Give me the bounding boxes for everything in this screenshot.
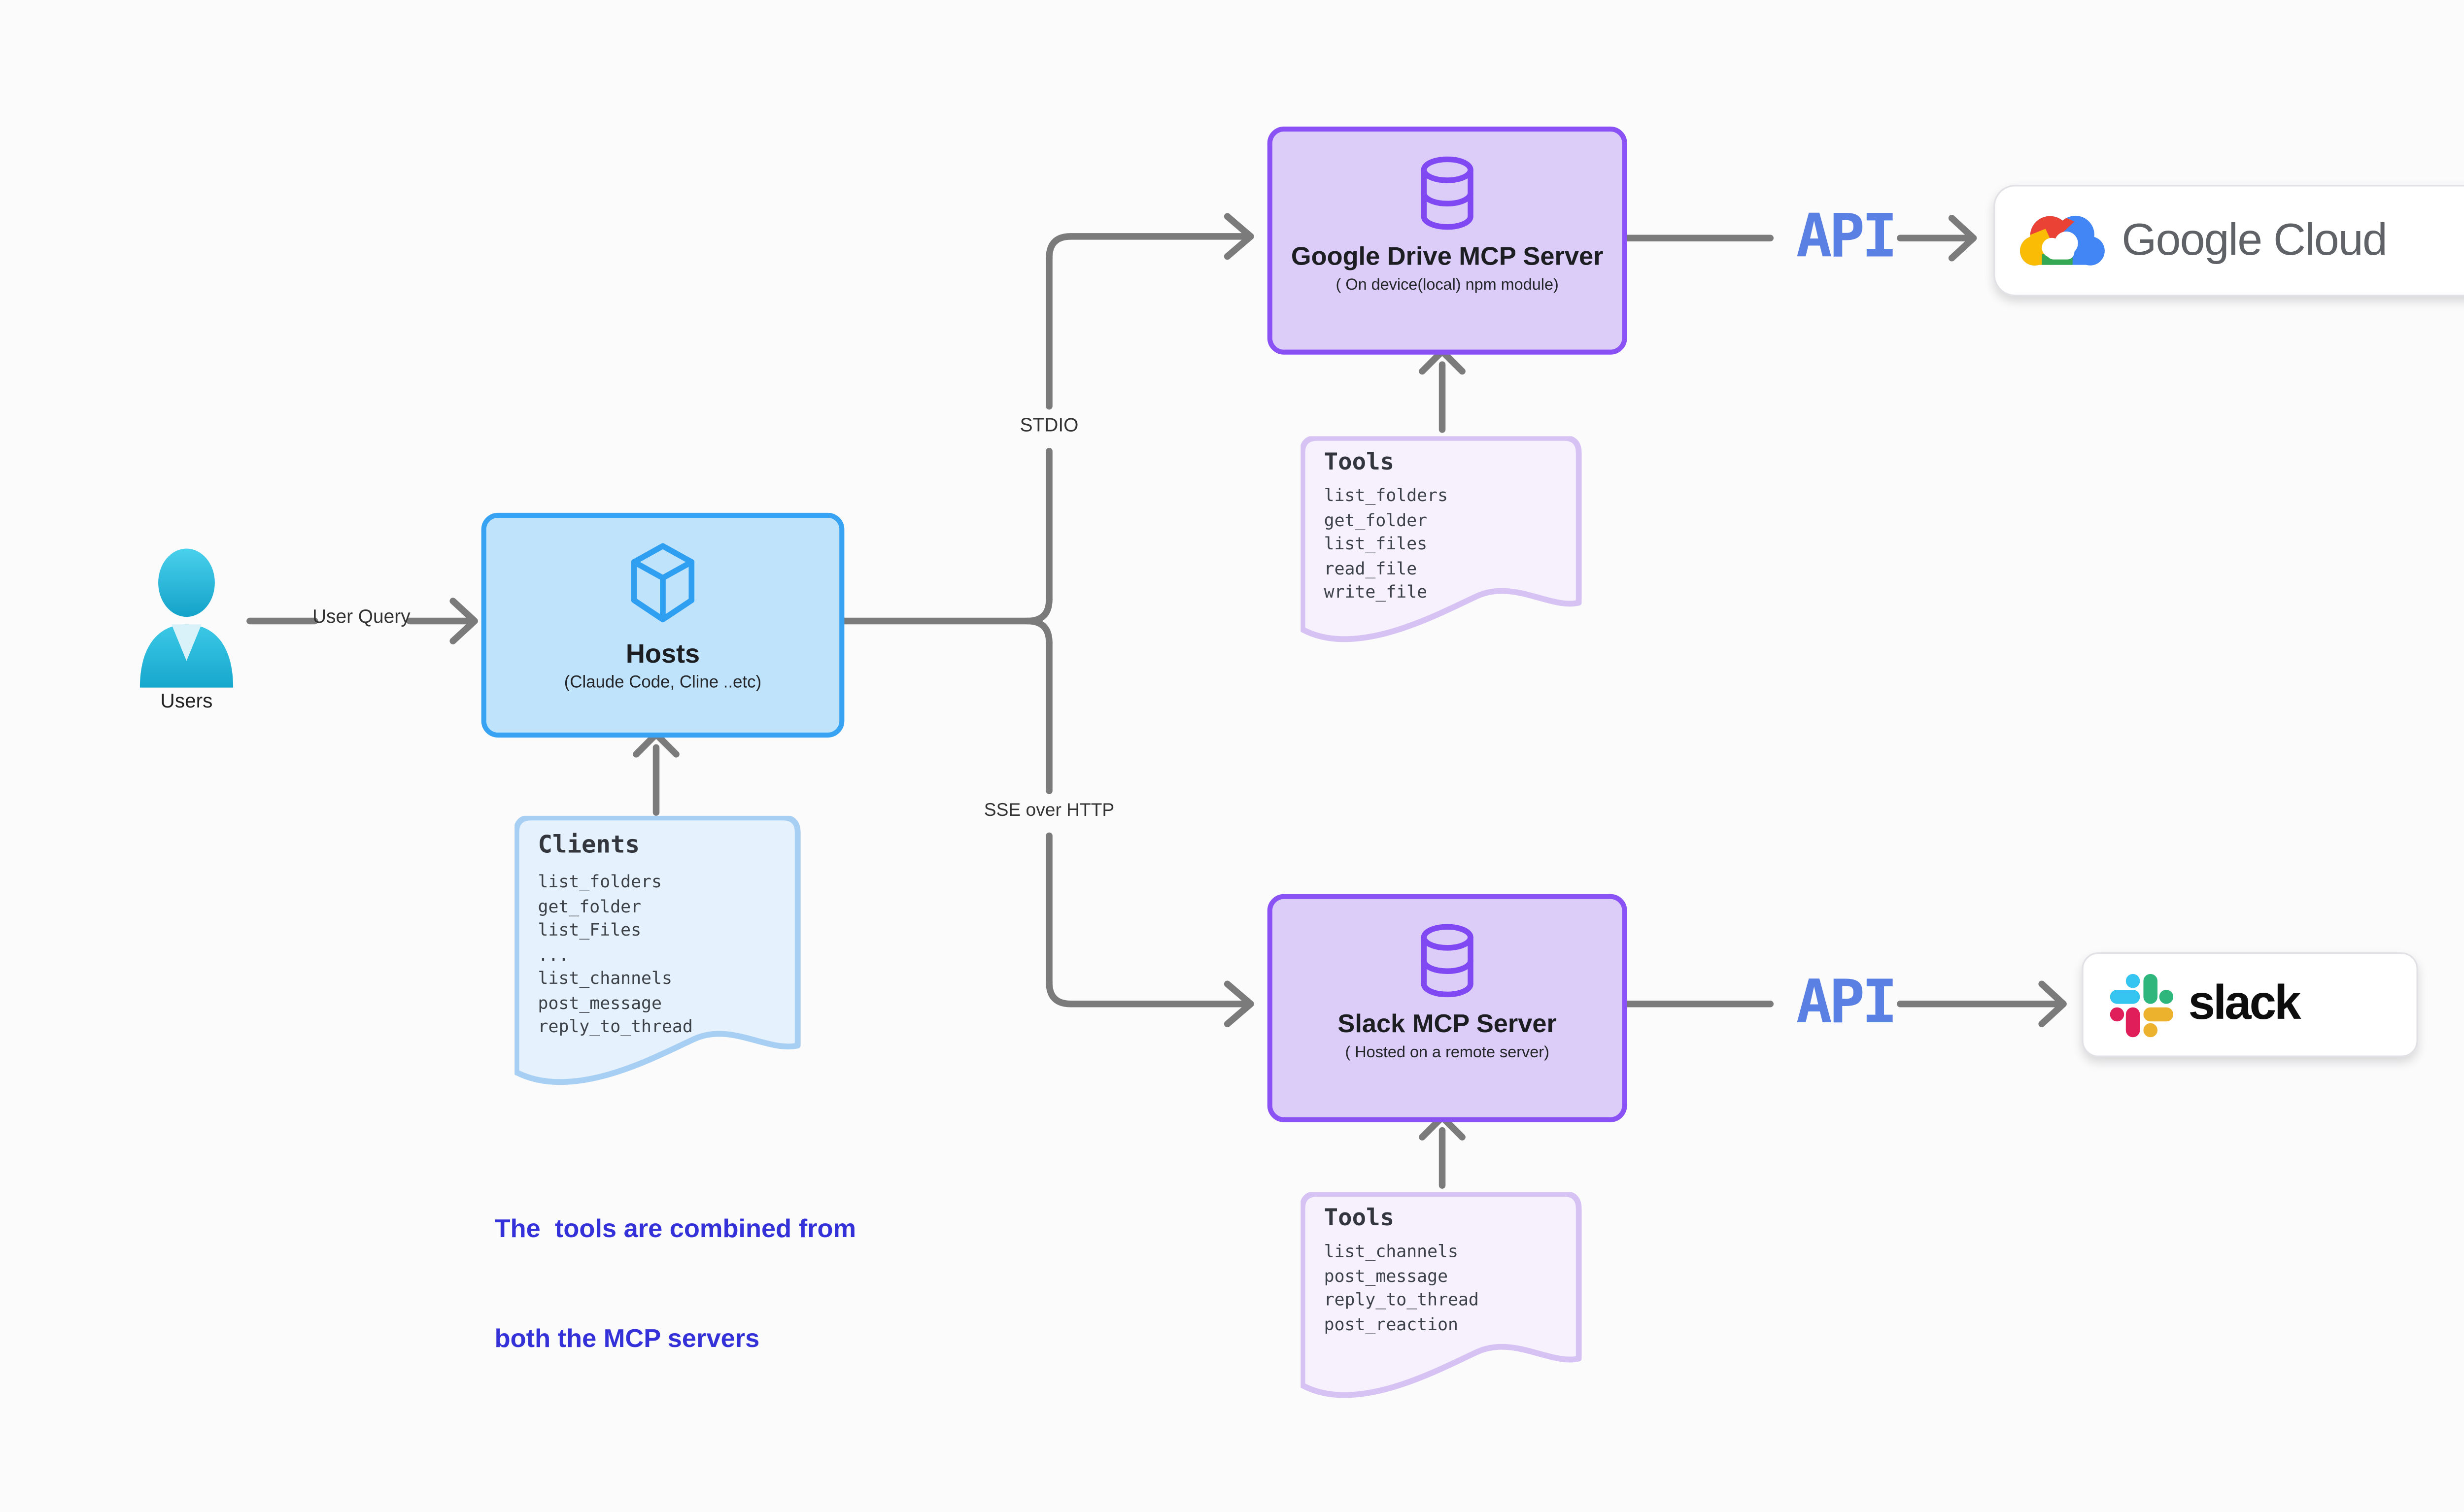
cube-icon bbox=[631, 543, 695, 623]
gdrive-server-subtitle: ( On device(local) npm module) bbox=[1335, 276, 1559, 295]
clients-note-shape bbox=[514, 815, 801, 1085]
hosts-subtitle: (Claude Code, Cline ..etc) bbox=[564, 674, 762, 694]
gdrive-tool-item: get_folder bbox=[1324, 510, 1428, 531]
gdrive-server-title: Google Drive MCP Server bbox=[1291, 243, 1604, 271]
hosts-title: Hosts bbox=[625, 641, 700, 670]
clients-note[interactable]: Clients list_folders get_folder list_Fil… bbox=[514, 815, 801, 1112]
slack-mcp-server-node[interactable]: Slack MCP Server ( Hosted on a remote se… bbox=[1267, 894, 1627, 1122]
client-tool-item: get_folder bbox=[538, 896, 642, 917]
person-collar bbox=[171, 624, 202, 661]
user-query-arrow[interactable] bbox=[246, 598, 478, 644]
google-cloud-card[interactable]: Google Cloud bbox=[1993, 185, 2464, 297]
hosts-node[interactable]: Hosts (Claude Code, Cline ..etc) bbox=[481, 512, 845, 738]
slack-tools-title: Tools bbox=[1324, 1205, 1395, 1232]
slack-brand-card[interactable]: slack bbox=[2082, 952, 2418, 1057]
client-tool-item: list_channels bbox=[538, 969, 672, 989]
client-tool-item: list_Files bbox=[538, 920, 642, 941]
slack-logo-icon bbox=[2110, 973, 2174, 1037]
client-tool-item: list_folders bbox=[538, 872, 662, 893]
stdio-branch-arrow[interactable] bbox=[1046, 213, 1254, 603]
clients-to-hosts-arrow[interactable] bbox=[633, 731, 680, 816]
annotation-line1: The tools are combined from bbox=[494, 1215, 856, 1244]
gdrive-mcp-server-node[interactable]: Google Drive MCP Server ( On device(loca… bbox=[1267, 126, 1627, 355]
slack-tool-item: post_reaction bbox=[1324, 1314, 1458, 1335]
client-tool-item: ... bbox=[538, 944, 569, 965]
hosts-fork-connector[interactable] bbox=[831, 596, 1053, 646]
clients-note-title: Clients bbox=[538, 832, 640, 859]
slack-tool-item: reply_to_thread bbox=[1324, 1290, 1479, 1310]
database-icon bbox=[1421, 156, 1473, 230]
database-icon bbox=[1421, 924, 1473, 998]
gdrive-tools-note-shape bbox=[1300, 436, 1582, 642]
user-query-label: User Query bbox=[312, 607, 411, 628]
person-head bbox=[158, 548, 215, 617]
slack-server-subtitle: ( Hosted on a remote server) bbox=[1345, 1043, 1549, 1062]
sse-label: SSE over HTTP bbox=[984, 801, 1115, 821]
stdio-label: STDIO bbox=[1020, 416, 1079, 437]
api-to-slackcard-arrow[interactable] bbox=[1897, 980, 2067, 1028]
client-tool-item: post_message bbox=[538, 993, 662, 1013]
slack-tools-note[interactable]: Tools list_channels post_message reply_t… bbox=[1300, 1192, 1582, 1425]
slack-tool-item: list_channels bbox=[1324, 1242, 1458, 1262]
google-cloud-wordmark: Google Cloud bbox=[2122, 214, 2387, 265]
google-cloud-logo-icon bbox=[2019, 215, 2105, 265]
slack-server-title: Slack MCP Server bbox=[1337, 1010, 1557, 1039]
api-label-bottom: API bbox=[1796, 969, 1898, 1038]
api-label-top: API bbox=[1796, 203, 1898, 271]
slack-wordmark: slack bbox=[2188, 977, 2301, 1031]
combined-tools-annotation: The tools are combined from both the MCP… bbox=[495, 1139, 894, 1432]
users-person-icon[interactable] bbox=[133, 548, 240, 688]
users-label: Users bbox=[160, 689, 213, 713]
gdrive-tool-item: list_files bbox=[1324, 534, 1428, 555]
tools-to-gdrive-arrow[interactable] bbox=[1419, 348, 1466, 433]
gdrive-tool-item: list_folders bbox=[1324, 486, 1448, 506]
gdrive-tool-item: read_file bbox=[1324, 558, 1417, 579]
gdrive-tools-title: Tools bbox=[1324, 449, 1395, 476]
api-to-gcloud-arrow[interactable] bbox=[1897, 214, 1977, 262]
gdrive-tool-item: write_file bbox=[1324, 582, 1428, 603]
slack-tools-note-shape bbox=[1300, 1192, 1582, 1398]
annotation-line2: both the MCP servers bbox=[494, 1325, 760, 1354]
sse-branch-arrow[interactable] bbox=[1046, 639, 1254, 1028]
client-tool-item: reply_to_thread bbox=[538, 1017, 693, 1038]
gdrive-tools-note[interactable]: Tools list_folders get_folder list_files… bbox=[1300, 436, 1582, 669]
slack-tool-item: post_message bbox=[1324, 1266, 1448, 1286]
tools-to-slack-arrow[interactable] bbox=[1419, 1113, 1466, 1189]
